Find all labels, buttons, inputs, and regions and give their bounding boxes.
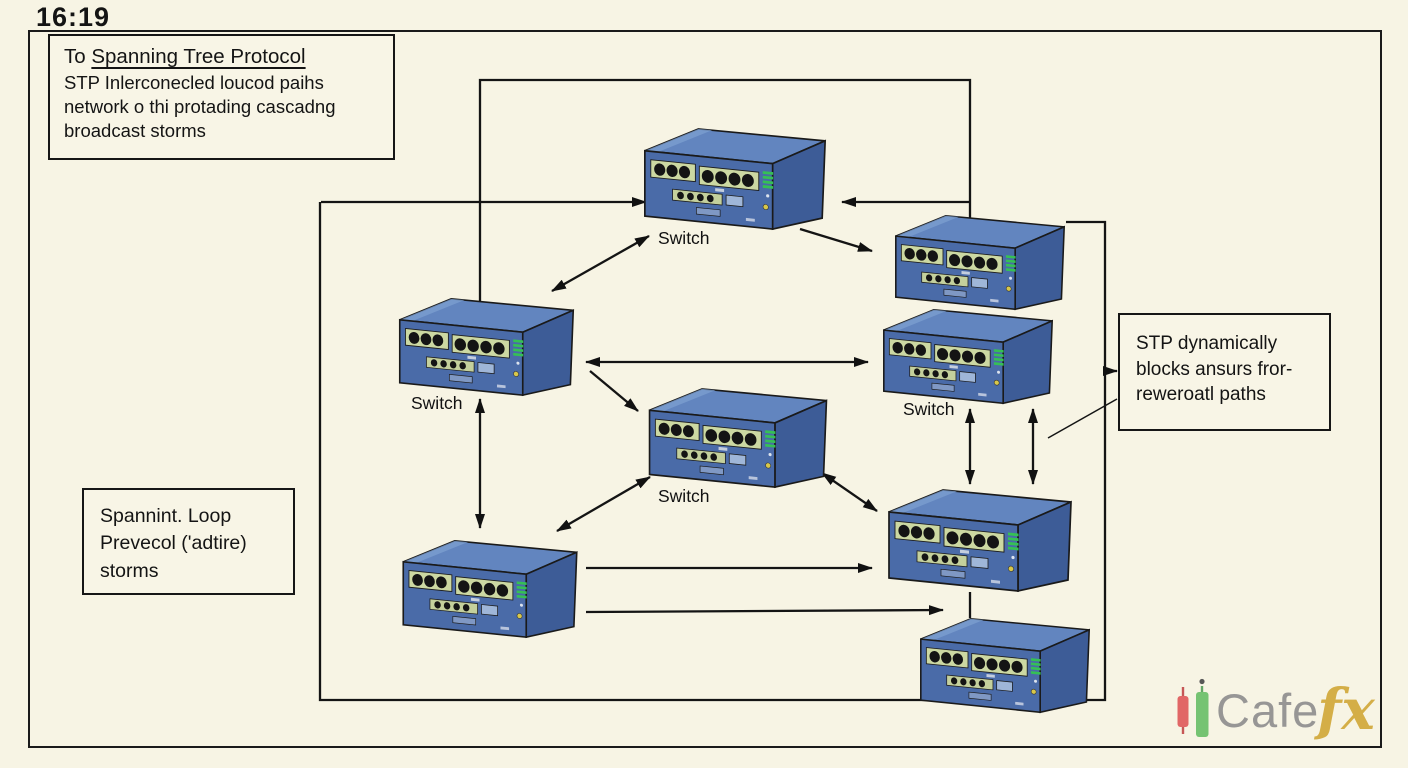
connection-lines xyxy=(318,78,1118,702)
candlestick-logo-icon xyxy=(1177,678,1209,737)
title-line-1: To Spanning Tree Protocol xyxy=(64,44,381,70)
title-line-4: broadcast storms xyxy=(64,119,206,141)
right-box-line-2: blocks ansurs fror- xyxy=(1136,358,1293,380)
right-annotation-box: STP dynamically blocks ansurs fror- rewe… xyxy=(1118,313,1331,431)
timestamp: 16:19 xyxy=(36,2,111,32)
title-box: To Spanning Tree Protocol STP Inlerconec… xyxy=(48,34,395,160)
switch-label-top-center: Switch xyxy=(658,228,710,248)
outer-border xyxy=(28,30,1382,748)
watermark: Cafe fx xyxy=(1172,676,1392,744)
title-line-2: STP Inlerconecled loucod paihs xyxy=(64,72,324,94)
link-leftmiddle-center xyxy=(589,370,639,412)
link-center-bottomleft xyxy=(556,476,651,532)
callout-right-box xyxy=(1047,398,1118,439)
link-bottomleft-bottomright xyxy=(585,605,944,616)
left-box-line-2: Prevecol ('adtire) xyxy=(100,532,247,555)
title-line-3: network o thi protading cascadng xyxy=(64,95,336,117)
link-topcenter-rightupper xyxy=(799,227,873,253)
link-inner-rect xyxy=(318,202,1107,702)
left-annotation-box: Spannint. Loop Prevecol ('adtire) storms xyxy=(82,488,295,595)
link-center-rightlower xyxy=(821,472,878,512)
right-box-line-3: reweroatl paths xyxy=(1136,384,1266,406)
title-prefix: To xyxy=(64,45,92,68)
left-box-line-1: Spannint. Loop xyxy=(100,505,232,527)
link-topcenter-leftmiddle xyxy=(551,234,650,293)
switch-label-center: Switch xyxy=(658,486,710,506)
switch-label-right-middle: Switch xyxy=(903,399,955,419)
right-box-line-1: STP dynamically xyxy=(1136,333,1278,354)
watermark-suffix: fx xyxy=(1317,677,1375,743)
link-top-loop xyxy=(478,78,972,306)
watermark-name: Cafe xyxy=(1216,683,1320,737)
left-box-line-3: storms xyxy=(100,559,159,582)
title-underlined: Spanning Tree Protocol xyxy=(91,45,306,68)
switch-label-left-middle: Switch xyxy=(411,393,463,413)
